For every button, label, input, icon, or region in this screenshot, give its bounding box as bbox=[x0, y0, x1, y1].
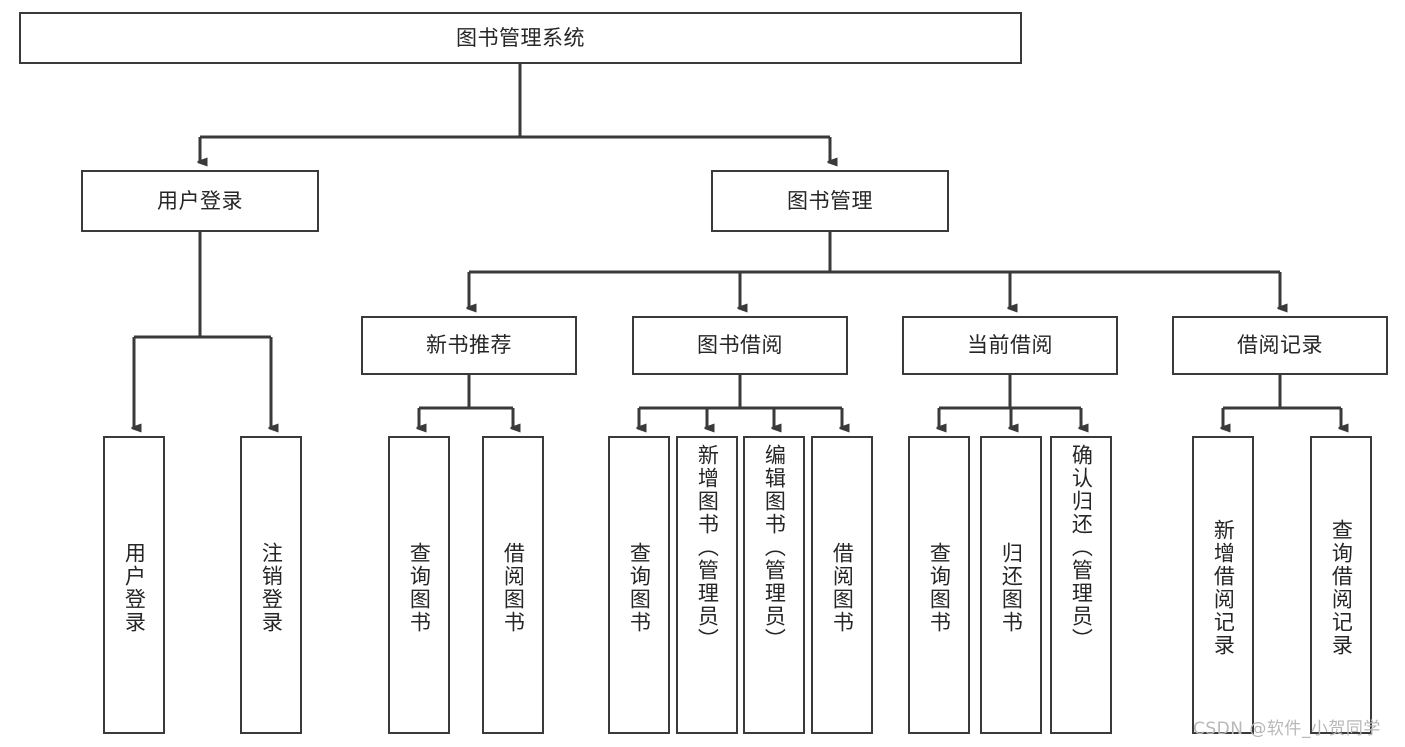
node-leaf-confirm-return-label: 确认归还（管理员） bbox=[1069, 444, 1094, 651]
node-borrow-record[interactable]: 借阅记录 bbox=[1172, 316, 1388, 375]
node-new-book-recommend-label: 新书推荐 bbox=[426, 333, 512, 358]
node-root-system[interactable]: 图书管理系统 bbox=[19, 12, 1022, 64]
node-leaf-logout-label: 注销登录 bbox=[259, 542, 284, 634]
node-leaf-query-book-1[interactable]: 查询图书 bbox=[388, 436, 450, 734]
node-leaf-query-book-3[interactable]: 查询图书 bbox=[908, 436, 970, 734]
node-leaf-confirm-return[interactable]: 确认归还（管理员） bbox=[1050, 436, 1112, 734]
node-leaf-borrow-book-2[interactable]: 借阅图书 bbox=[811, 436, 873, 734]
node-leaf-user-login[interactable]: 用户登录 bbox=[103, 436, 165, 734]
node-leaf-query-book-2[interactable]: 查询图书 bbox=[608, 436, 670, 734]
node-leaf-query-book-2-label: 查询图书 bbox=[627, 542, 652, 634]
node-leaf-query-borrow-record[interactable]: 查询借阅记录 bbox=[1310, 436, 1372, 734]
node-leaf-add-borrow-record[interactable]: 新增借阅记录 bbox=[1192, 436, 1254, 734]
node-leaf-borrow-book-1-label: 借阅图书 bbox=[501, 542, 526, 634]
node-root-label: 图书管理系统 bbox=[456, 25, 585, 50]
node-current-borrow-label: 当前借阅 bbox=[967, 333, 1053, 358]
node-leaf-query-book-1-label: 查询图书 bbox=[407, 542, 432, 634]
node-leaf-add-book-label: 新增图书（管理员） bbox=[695, 444, 720, 651]
node-borrow-record-label: 借阅记录 bbox=[1237, 333, 1323, 358]
node-leaf-borrow-book-2-label: 借阅图书 bbox=[830, 542, 855, 634]
node-user-login[interactable]: 用户登录 bbox=[81, 170, 319, 232]
node-book-borrow[interactable]: 图书借阅 bbox=[632, 316, 848, 375]
node-book-management[interactable]: 图书管理 bbox=[711, 170, 949, 232]
node-leaf-add-book[interactable]: 新增图书（管理员） bbox=[676, 436, 738, 734]
node-user-login-label: 用户登录 bbox=[157, 188, 243, 213]
node-book-management-label: 图书管理 bbox=[787, 188, 873, 213]
node-leaf-logout[interactable]: 注销登录 bbox=[240, 436, 302, 734]
node-leaf-return-book[interactable]: 归还图书 bbox=[980, 436, 1042, 734]
node-current-borrow[interactable]: 当前借阅 bbox=[902, 316, 1118, 375]
node-leaf-edit-book-label: 编辑图书（管理员） bbox=[762, 444, 787, 651]
node-leaf-query-borrow-record-label: 查询借阅记录 bbox=[1329, 519, 1354, 657]
node-leaf-add-borrow-record-label: 新增借阅记录 bbox=[1211, 519, 1236, 657]
node-new-book-recommend[interactable]: 新书推荐 bbox=[361, 316, 577, 375]
node-leaf-query-book-3-label: 查询图书 bbox=[927, 542, 952, 634]
csdn-watermark: CSDN @软件_小贺同学 bbox=[1193, 719, 1381, 739]
node-leaf-borrow-book-1[interactable]: 借阅图书 bbox=[482, 436, 544, 734]
node-leaf-return-book-label: 归还图书 bbox=[999, 542, 1024, 634]
node-leaf-edit-book[interactable]: 编辑图书（管理员） bbox=[743, 436, 805, 734]
node-book-borrow-label: 图书借阅 bbox=[697, 333, 783, 358]
node-leaf-user-login-label: 用户登录 bbox=[122, 542, 147, 634]
